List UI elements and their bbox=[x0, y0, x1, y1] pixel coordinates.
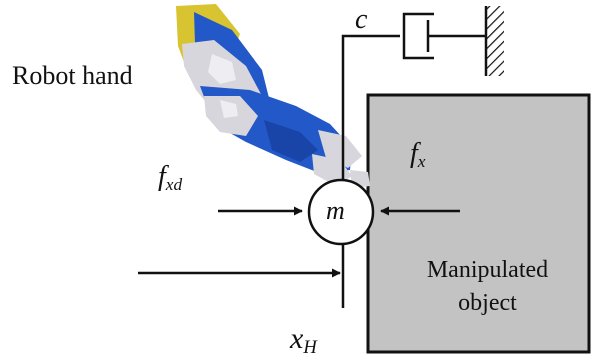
hand-position-label: xH bbox=[290, 324, 317, 357]
desired-force-label: fxd bbox=[158, 161, 183, 194]
damper-linkage bbox=[341, 34, 400, 186]
object-label-line-1: Manipulated bbox=[426, 257, 549, 283]
manipulated-object-block bbox=[366, 93, 591, 354]
object-label-line-2: object bbox=[458, 290, 517, 317]
desired-force-subscript: xd bbox=[165, 174, 183, 194]
contact-force-subscript: x bbox=[417, 151, 426, 171]
hand-position-symbol: x bbox=[290, 322, 304, 355]
contact-force-symbol: f bbox=[410, 138, 418, 169]
manipulated-object-label: Manipulated object bbox=[390, 254, 585, 320]
contact-force-label: fx bbox=[410, 138, 426, 171]
desired-force-symbol: f bbox=[158, 161, 166, 192]
damping-coefficient-label: c bbox=[355, 4, 368, 35]
damper-icon bbox=[402, 12, 486, 60]
mass-circle bbox=[307, 178, 375, 246]
robot-hand-icon bbox=[176, 4, 370, 188]
hatched-wall-icon bbox=[484, 6, 504, 76]
hand-position-subscript: H bbox=[303, 337, 317, 357]
robot-hand-label: Robot hand bbox=[12, 61, 133, 90]
mass-label: m bbox=[326, 196, 345, 225]
